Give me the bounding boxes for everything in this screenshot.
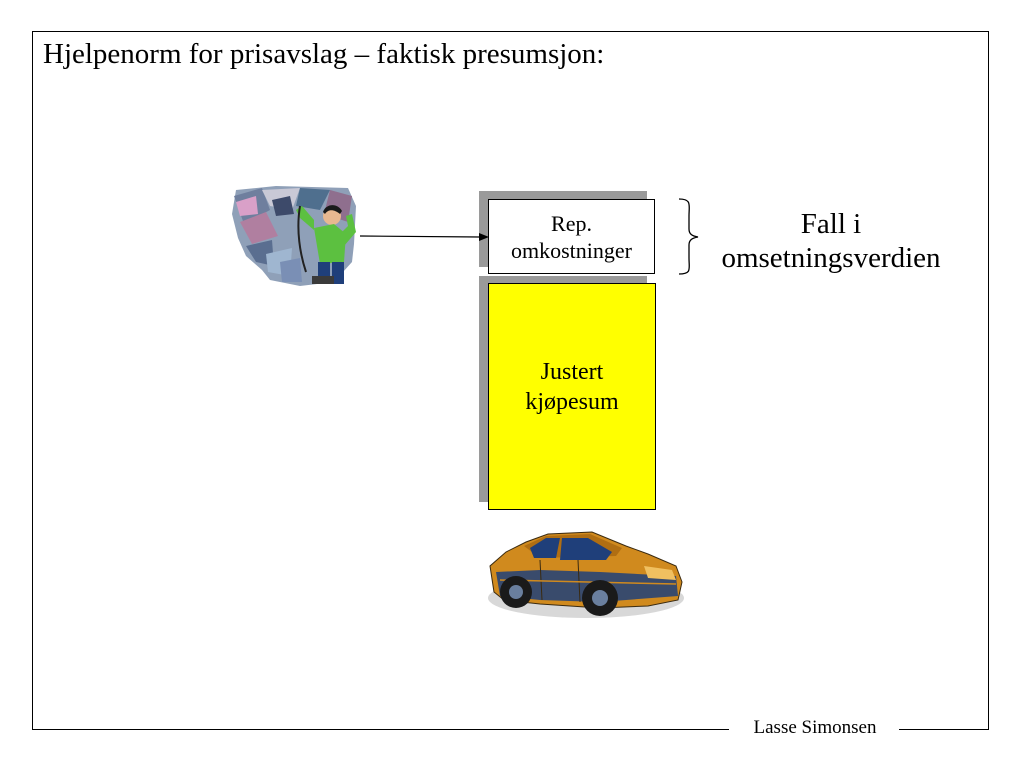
curly-brace-icon xyxy=(678,198,699,275)
frame-bottom-right xyxy=(899,729,989,730)
value-drop-line1: Fall i xyxy=(800,208,862,240)
repair-box-line1: Rep. xyxy=(551,210,592,236)
car-clipart-icon xyxy=(488,531,684,618)
repair-costs-box: Rep. omkostninger xyxy=(488,199,655,274)
slide-title: Hjelpenorm for prisavslag – faktisk pres… xyxy=(43,38,605,70)
value-drop-label: Fall i omsetningsverdien xyxy=(706,207,956,275)
frame-left xyxy=(32,31,33,729)
adjusted-box-line2: kjøpesum xyxy=(525,388,619,415)
repair-box-line2: omkostninger xyxy=(511,237,632,263)
adjusted-box-line1: Justert xyxy=(540,358,604,385)
arrow-connector xyxy=(359,233,489,241)
footer-author: Lasse Simonsen xyxy=(753,717,877,738)
frame-bottom-left xyxy=(32,729,729,730)
frame-right xyxy=(988,31,989,729)
value-drop-line2: omsetningsverdien xyxy=(721,242,941,274)
mechanic-clipart-icon xyxy=(232,186,356,286)
adjusted-price-box: Justert kjøpesum xyxy=(488,283,656,510)
frame-top xyxy=(32,31,989,32)
